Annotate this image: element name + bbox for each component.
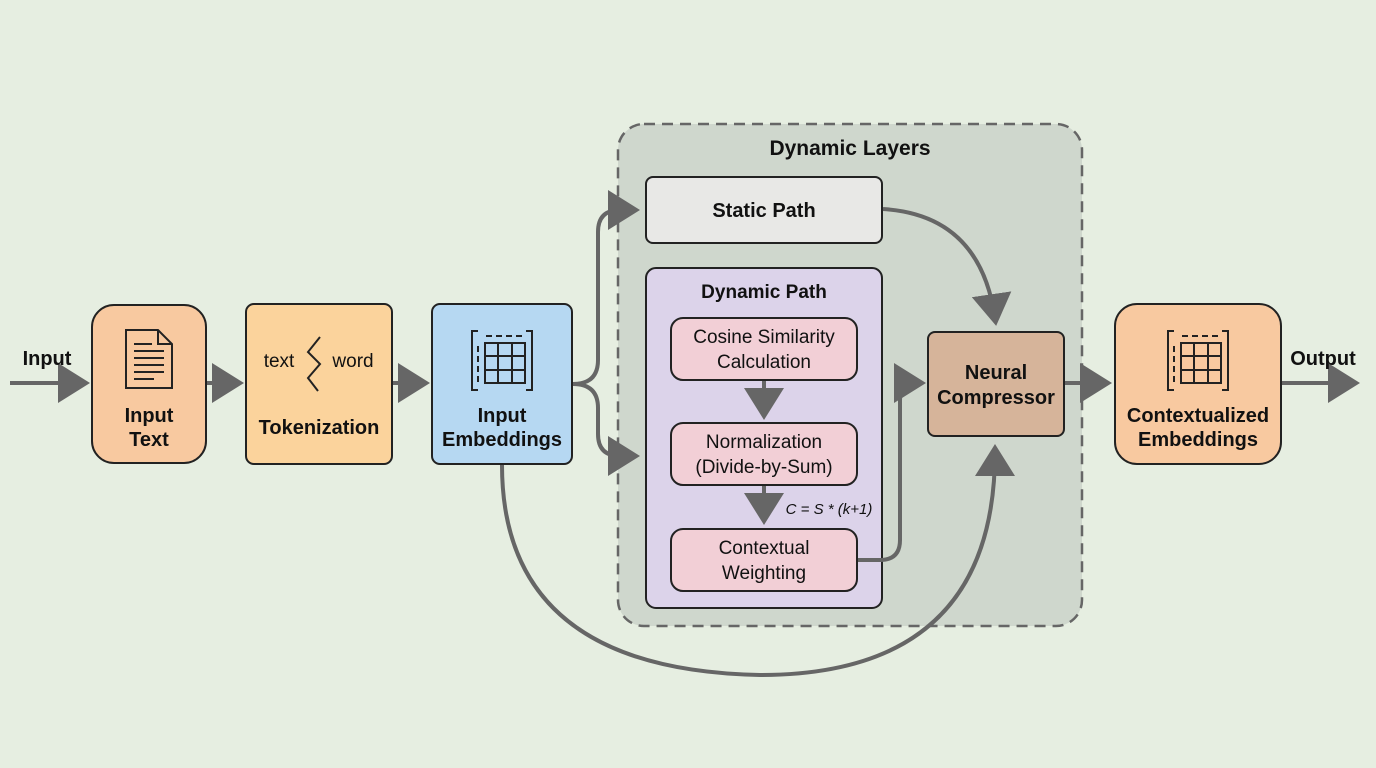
- formula-label: C = S * (k+1): [786, 501, 873, 518]
- input-arrow: Input: [10, 348, 90, 403]
- compressor-line2: Compressor: [937, 387, 1055, 409]
- input-embeddings-node[interactable]: Input Embeddings: [431, 303, 573, 465]
- token-word-label: word: [331, 351, 373, 372]
- group-title: Dynamic Layers: [769, 137, 930, 160]
- normalization-line2: (Divide-by-Sum): [695, 457, 832, 478]
- contextual-line2: Weighting: [722, 563, 806, 584]
- cosine-line1: Cosine Similarity: [693, 327, 835, 348]
- normalization-node[interactable]: Normalization (Divide-by-Sum): [670, 422, 858, 486]
- input-text-node[interactable]: Input Text: [91, 304, 207, 464]
- document-icon: [125, 329, 173, 389]
- embeddings-line1: Input: [478, 405, 527, 427]
- cosine-line2: Calculation: [717, 352, 811, 373]
- arrow-contextual-to-compressor: [858, 363, 926, 562]
- contextualized-embeddings-node[interactable]: Contextualized Embeddings: [1114, 303, 1282, 465]
- arrow-to-static-path: [572, 190, 640, 386]
- static-path-label: Static Path: [712, 200, 815, 222]
- cosine-similarity-node[interactable]: Cosine Similarity Calculation: [670, 317, 858, 381]
- neural-compressor-node[interactable]: Neural Compressor: [927, 331, 1065, 437]
- contextualized-line2: Embeddings: [1138, 429, 1258, 451]
- arrow-static-to-compressor: [882, 207, 1012, 326]
- dynamic-path-title: Dynamic Path: [701, 282, 827, 303]
- arrow-residual-to-compressor: [500, 444, 1015, 678]
- token-text-label: text: [264, 351, 295, 372]
- arrow-to-dynamic-path: [572, 382, 640, 476]
- matrix-icon: [1167, 330, 1229, 391]
- normalization-line1: Normalization: [706, 432, 822, 453]
- input-text-line2: Text: [129, 429, 169, 451]
- output-label: Output: [1290, 348, 1356, 370]
- contextualized-line1: Contextualized: [1127, 405, 1269, 427]
- input-text-line1: Input: [125, 405, 174, 427]
- contextual-weighting-node[interactable]: Contextual Weighting: [670, 528, 858, 592]
- matrix-icon: [471, 330, 533, 391]
- contextual-line1: Contextual: [719, 538, 810, 559]
- static-path-node[interactable]: Static Path: [645, 176, 883, 244]
- tokenization-node[interactable]: text word Tokenization: [245, 303, 393, 465]
- embeddings-line2: Embeddings: [442, 429, 562, 451]
- tokenization-label: Tokenization: [259, 417, 380, 439]
- input-label: Input: [23, 348, 72, 370]
- output-arrow: Output: [1282, 348, 1360, 403]
- split-icon: [306, 336, 322, 392]
- compressor-line1: Neural: [965, 362, 1027, 384]
